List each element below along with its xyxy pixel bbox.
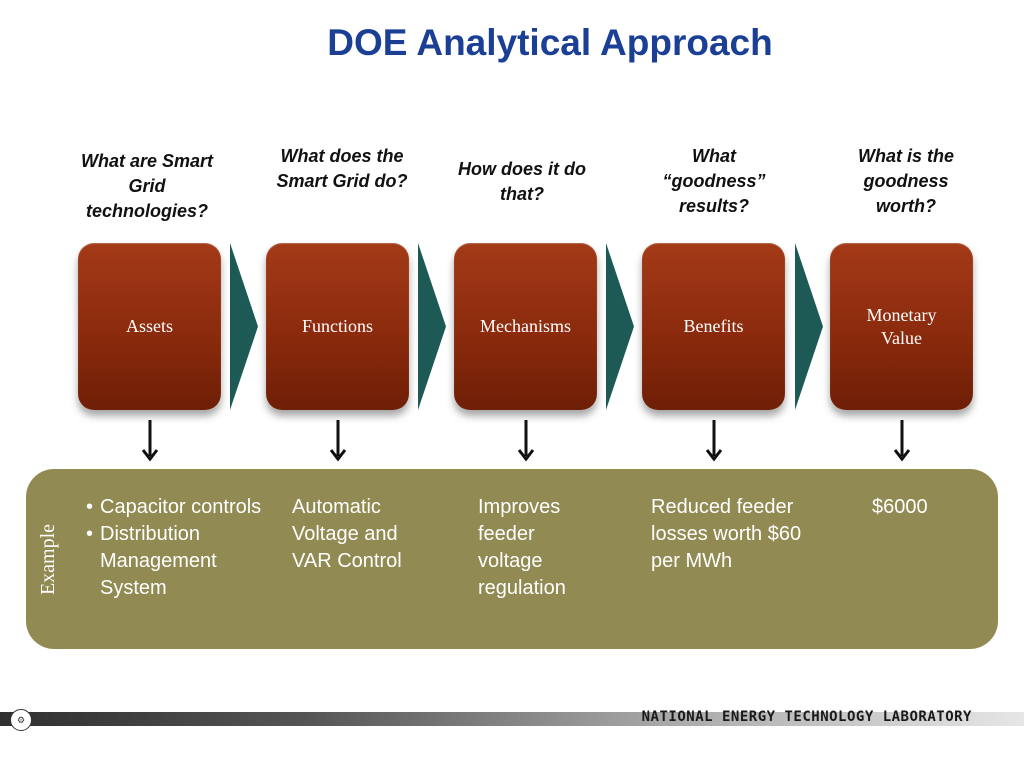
list-item: Distribution Management System xyxy=(86,521,276,602)
example-value: $6000 xyxy=(872,496,928,518)
example-functions: Automatic Voltage and VAR Control xyxy=(292,496,402,572)
question-functions: What does the Smart Grid do? xyxy=(276,146,408,191)
example-mechanisms: Improves feeder voltage regulation xyxy=(478,496,566,599)
footer-organization: NATIONAL ENERGY TECHNOLOGY LABORATORY xyxy=(641,709,972,725)
question-assets: What are Smart Grid technologies? xyxy=(80,151,214,221)
arrow-down-icon xyxy=(517,420,535,462)
chevron-right-icon xyxy=(418,243,446,410)
chevron-right-icon xyxy=(230,243,258,410)
netl-logo-icon: ⚙ xyxy=(10,709,32,731)
question-value: What is the goodness worth? xyxy=(857,146,954,216)
chevron-right-icon xyxy=(606,243,634,410)
example-assets: Capacitor controls Distribution Manageme… xyxy=(86,494,276,602)
list-item: Capacitor controls xyxy=(86,494,276,521)
box-value: Monetary Value xyxy=(830,243,973,410)
page-title: DOE Analytical Approach xyxy=(327,22,773,63)
box-assets: Assets xyxy=(78,243,221,410)
example-benefits: Reduced feeder losses worth $60 per MWh xyxy=(651,496,802,572)
question-benefits: What “goodness” results? xyxy=(662,146,766,216)
arrow-down-icon xyxy=(893,420,911,462)
chevron-right-icon xyxy=(795,243,823,410)
footer-bar xyxy=(0,712,1024,726)
example-label: Example xyxy=(37,523,60,596)
box-functions: Functions xyxy=(266,243,409,410)
question-mechanisms: How does it do that? xyxy=(458,159,586,204)
arrow-down-icon xyxy=(329,420,347,462)
box-benefits: Benefits xyxy=(642,243,785,410)
arrow-down-icon xyxy=(141,420,159,462)
box-mechanisms: Mechanisms xyxy=(454,243,597,410)
arrow-down-icon xyxy=(705,420,723,462)
